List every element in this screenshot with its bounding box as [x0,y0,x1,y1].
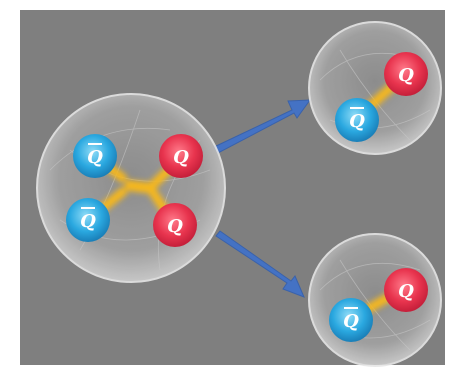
antiquark-label: Q [343,311,359,332]
meson-bag-upper: Q Q [308,21,442,155]
quark-label: Q [398,65,414,86]
antiquark-bottom-left: Q [66,198,110,242]
quark-label: Q [167,216,183,237]
antiquark-upper-meson: Q [335,98,379,142]
antiquark-label: Q [349,111,365,132]
antiquark-top-left: Q [73,134,117,178]
meson-bag-lower: Q Q [308,233,442,367]
tetraquark-bag: Q Q Q Q [36,93,226,283]
quark-top-right: Q [159,134,203,178]
antiquark-label: Q [87,147,103,168]
quark-lower-meson: Q [384,268,428,312]
decay-arrow-lower [215,230,305,298]
quark-upper-meson: Q [384,52,428,96]
quark-label: Q [398,281,414,302]
quark-bottom-right: Q [153,203,197,247]
antiquark-lower-meson: Q [329,298,373,342]
antiquark-label: Q [80,211,96,232]
decay-arrow-upper [213,99,312,154]
quark-label: Q [173,147,189,168]
